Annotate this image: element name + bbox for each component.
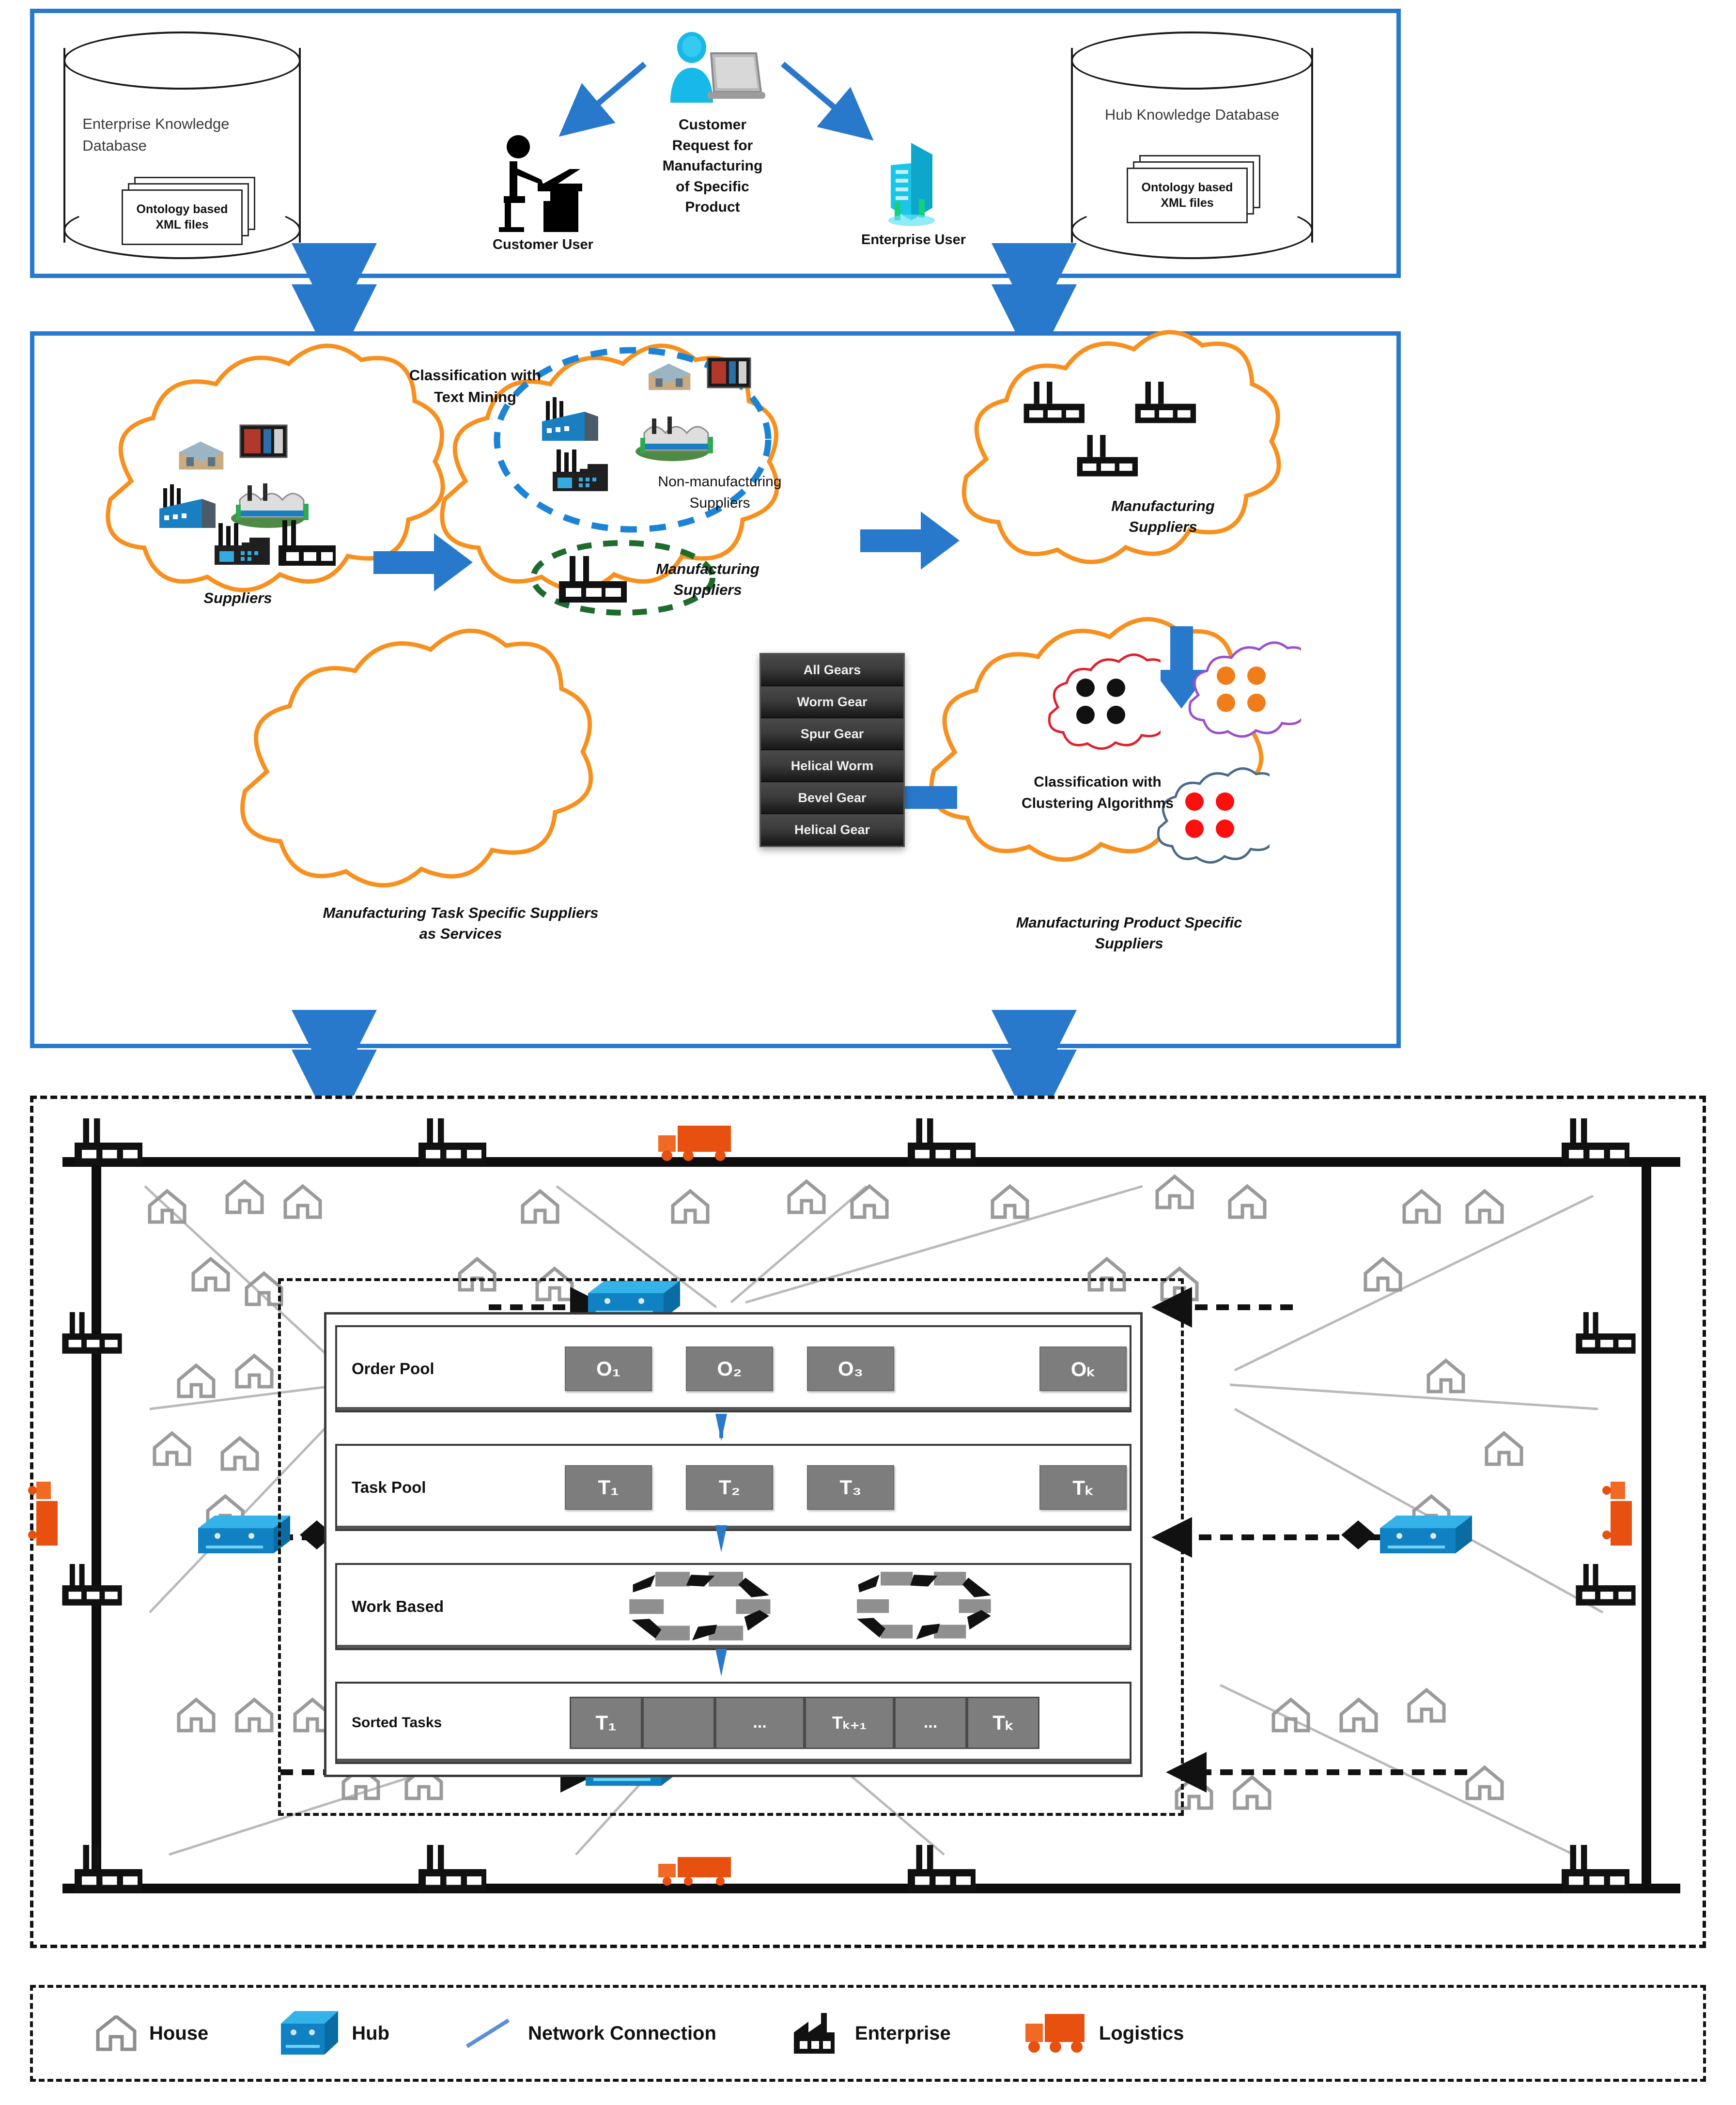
gear-menu-item-helical-gear[interactable]: Helical Gear [761, 814, 903, 846]
work-based-cycles [478, 1565, 1130, 1648]
customer-user-label: Customer User [493, 237, 593, 252]
truck-icon [1025, 2014, 1085, 2053]
gear-menu-item-spur-gear[interactable]: Spur Gear [761, 718, 903, 750]
order-pool-row: Order Pool O₁ O₂ O₃ Oₖ [335, 1325, 1132, 1412]
gear-type-menu[interactable]: All Gears Worm Gear Spur Gear Helical Wo… [760, 653, 905, 847]
customer-at-laptop-icon [657, 30, 768, 112]
manufacturing-product-specific-caption: Manufacturing Product Specific Suppliers [1016, 914, 1242, 952]
hub-icon-right [1380, 1516, 1472, 1553]
customer-user-icon [497, 133, 589, 235]
clustering-algorithms-label: Classification with Clustering Algorithm… [1022, 774, 1174, 811]
task-pool-row: Task Pool T₁ T₂ T₃ Tₖ [335, 1444, 1132, 1532]
sorted-task-cell[interactable]: ... [715, 1696, 805, 1749]
manufacturing-task-specific-caption: Manufacturing Task Specific Suppliers as… [323, 904, 599, 943]
cloud3-manufacturing-icons [1020, 382, 1248, 493]
sorted-task-cell[interactable]: T₁ [570, 1696, 642, 1749]
cloud1-suppliers-label: Suppliers [203, 589, 272, 606]
cloud2-manufacturing-label: Manufacturing Suppliers [656, 560, 760, 599]
enterprise-db-title: Enterprise Knowledge Database [82, 115, 230, 155]
gear-menu-item-all-gears[interactable]: All Gears [761, 654, 903, 686]
file-sheet-front [1127, 168, 1248, 223]
legend-label-house: House [149, 2022, 209, 2044]
cluster-black-dots [1039, 653, 1179, 750]
sorted-task-cell[interactable]: Tₖ [967, 1696, 1039, 1749]
factory-icon [793, 2013, 835, 2054]
order-pool-chips: O₁ O₂ O₃ Oₖ [565, 1347, 1127, 1391]
hub-icon [281, 2011, 339, 2055]
sorted-task-cell[interactable] [642, 1696, 715, 1749]
sorted-task-cell[interactable]: Tₖ₊₁ [805, 1696, 894, 1749]
task-pool-label: Task Pool [352, 1478, 426, 1497]
enterprise-user-icon [876, 140, 949, 227]
task-pool-chips: T₁ T₂ T₃ Tₖ [565, 1465, 1127, 1510]
top-panel-knowledge-layer: Enterprise Knowledge Database Ontology b… [30, 9, 1401, 278]
cloud2-supplier-icons [514, 356, 771, 551]
hub-db-title: Hub Knowledge Database [1104, 106, 1280, 124]
file-stack-label: Ontology based XML files [1141, 181, 1233, 210]
task-chip[interactable]: Tₖ [1039, 1465, 1127, 1510]
task-chip[interactable]: T₂ [686, 1465, 773, 1510]
order-chip[interactable]: O₁ [565, 1347, 652, 1391]
file-sheet-front [122, 189, 243, 245]
order-task-processing-panel: Order Pool O₁ O₂ O₃ Oₖ Task Pool T₁ T₂ T… [324, 1312, 1143, 1777]
task-chip[interactable]: T₁ [565, 1465, 652, 1510]
hub-knowledge-database-cylinder: Hub Knowledge Database Ontology based XM… [1071, 31, 1313, 259]
legend-bar: House Hub Network Connection Enterprise [30, 1985, 1706, 2082]
legend-item-network-connection: Network Connection [462, 2016, 716, 2050]
legend-label-enterprise: Enterprise [854, 2022, 951, 2044]
cluster-red-dots [1148, 767, 1288, 864]
legend-label-hub: Hub [352, 2022, 390, 2044]
cloud2-non-manufacturing-label: Non-manufacturing Suppliers [658, 474, 782, 511]
sorted-tasks-row: Sorted Tasks T₁ ... Tₖ₊₁ ... Tₖ [335, 1681, 1132, 1764]
gear-menu-item-worm-gear[interactable]: Worm Gear [761, 686, 903, 718]
network-line-icon [465, 2018, 510, 2048]
middle-panel-classification-layer: Suppliers Classification with Text Minin… [30, 330, 1401, 1048]
hub-process-boundary [278, 1278, 1184, 1816]
gear-menu-item-bevel-gear[interactable]: Bevel Gear [761, 782, 903, 814]
order-chip[interactable]: O₃ [807, 1347, 894, 1391]
cylinder-bottom-ellipse [1071, 201, 1313, 259]
order-chip[interactable]: Oₖ [1039, 1347, 1127, 1391]
bottom-panel-network-layer: Order Pool O₁ O₂ O₃ Oₖ Task Pool T₁ T₂ T… [28, 1096, 1706, 1948]
legend-item-logistics: Logistics [1023, 2011, 1184, 2056]
sorted-task-cell[interactable]: ... [894, 1696, 967, 1749]
enterprise-user-label: Enterprise User [861, 232, 966, 248]
sorted-tasks-label: Sorted Tasks [352, 1714, 442, 1731]
cylinder-top-ellipse [1071, 31, 1313, 90]
cloud2-mfg-factory-icon [555, 556, 633, 609]
order-chip[interactable]: O₂ [686, 1347, 773, 1391]
legend-item-enterprise: Enterprise [789, 2011, 951, 2056]
cluster-orange-dots [1180, 641, 1320, 738]
task-chip[interactable]: T₃ [807, 1465, 894, 1510]
cylinder-top-ellipse [63, 31, 301, 90]
cloud3-manufacturing-suppliers-label: Manufacturing Suppliers [1111, 497, 1215, 536]
house-icon [96, 2015, 137, 2051]
legend-label-network: Network Connection [528, 2022, 716, 2044]
cylinder-bottom-ellipse [63, 201, 301, 259]
legend-item-house: House [96, 2015, 208, 2051]
ontology-xml-file-stack: Ontology based XML files [1127, 155, 1262, 228]
customer-request-text: Customer Request for Manufacturing of Sp… [662, 117, 763, 216]
sorted-tasks-track: T₁ ... Tₖ₊₁ ... Tₖ [570, 1696, 1039, 1749]
file-stack-label: Ontology based XML files [136, 202, 228, 232]
hub-icon-left [198, 1516, 290, 1553]
ontology-xml-file-stack: Ontology based XML files [122, 177, 257, 249]
classification-text-mining-label: Classification with Text Mining [409, 367, 542, 405]
work-based-label: Work Based [352, 1597, 444, 1615]
enterprise-knowledge-database-cylinder: Enterprise Knowledge Database Ontology b… [63, 31, 301, 259]
work-based-row: Work Based [335, 1563, 1132, 1650]
order-pool-label: Order Pool [352, 1360, 434, 1378]
legend-label-logistics: Logistics [1099, 2022, 1184, 2044]
gear-menu-item-helical-worm[interactable]: Helical Worm [761, 750, 903, 782]
cloud1-supplier-icons [155, 420, 359, 567]
legend-item-hub: Hub [281, 2011, 389, 2056]
